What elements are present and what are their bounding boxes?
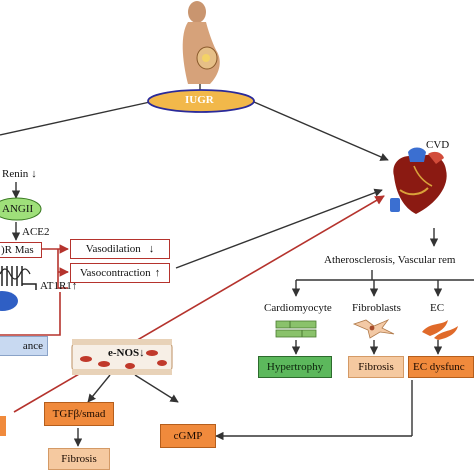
left-orange-fragment <box>0 416 6 436</box>
vasocontraction-to-cvd-arrow <box>175 188 383 269</box>
cgmp-label: cGMP <box>173 430 203 442</box>
vasocontraction-box: Vasocontraction↑ <box>70 263 170 283</box>
iugr-node <box>147 89 255 113</box>
ec-dysfunction-box: EC dysfunc <box>408 356 474 378</box>
ace2-label: ACE2 <box>22 226 50 238</box>
fibrosis-box: Fibrosis <box>348 356 404 378</box>
angii-label: ANGII <box>2 203 34 215</box>
cgmp-box: cGMP <box>160 424 216 448</box>
ec-label: EC <box>430 302 445 314</box>
ance-box: ance <box>0 336 48 356</box>
left-red-frame <box>0 292 61 336</box>
cardiomyocyte-cells-icon <box>275 320 317 338</box>
enos-to-cvd-arrow <box>13 195 385 413</box>
fibroblasts-label: Fibroblasts <box>352 302 401 314</box>
fibrosis-label: Fibrosis <box>358 361 394 373</box>
receptor-membrane-icon <box>0 266 37 290</box>
vasodilation-label: Vasodilation <box>85 243 141 255</box>
hypertrophy-label: Hypertrophy <box>266 361 324 373</box>
iugr-label: IUGR <box>185 94 214 106</box>
fibrosis-bottom-label: Fibrosis <box>61 453 97 465</box>
cvd-label: CVD <box>426 139 450 151</box>
iugr-to-cvd-arrow <box>253 101 389 161</box>
renin-label: Renin↓ <box>2 168 37 180</box>
vessel-to-tgfb-arrow <box>87 374 111 403</box>
ance-label: ance <box>22 340 43 352</box>
at1r1-label: AT1R1↑ <box>40 280 78 292</box>
ec-dysfunction-label: EC dysfunc <box>413 361 465 373</box>
enos-label: e-NOS↓ <box>108 347 145 359</box>
endothelial-cells-icon <box>422 320 458 340</box>
fibroblast-cells-icon <box>352 319 395 339</box>
angii-node <box>0 197 42 221</box>
atherosclerosis-label: Atherosclerosis, Vascular rem <box>324 254 456 266</box>
r-mas-label: )R Mas <box>1 244 34 256</box>
blue-ellipse-node <box>0 291 18 311</box>
blood-vessel-icon <box>71 339 173 375</box>
vasocontraction-label: Vasocontraction <box>79 267 151 279</box>
vessel-to-cgmp-arrow <box>134 374 179 403</box>
fibrosis-bottom-box: Fibrosis <box>48 448 110 470</box>
tgfb-smad-box: TGFβ/smad <box>44 402 114 426</box>
r-mas-box: )R Mas <box>0 242 42 258</box>
hypertrophy-box: Hypertrophy <box>258 356 332 378</box>
vasodilation-box: Vasodilation↓ <box>70 239 170 259</box>
tgfb-smad-label: TGFβ/smad <box>52 408 106 420</box>
heart-icon <box>390 147 447 214</box>
bracket-link <box>57 249 68 289</box>
iugr-to-left-arrow <box>0 101 151 136</box>
pregnant-woman-icon <box>182 1 220 84</box>
cardiomyocyte-label: Cardiomyocyte <box>264 302 332 314</box>
